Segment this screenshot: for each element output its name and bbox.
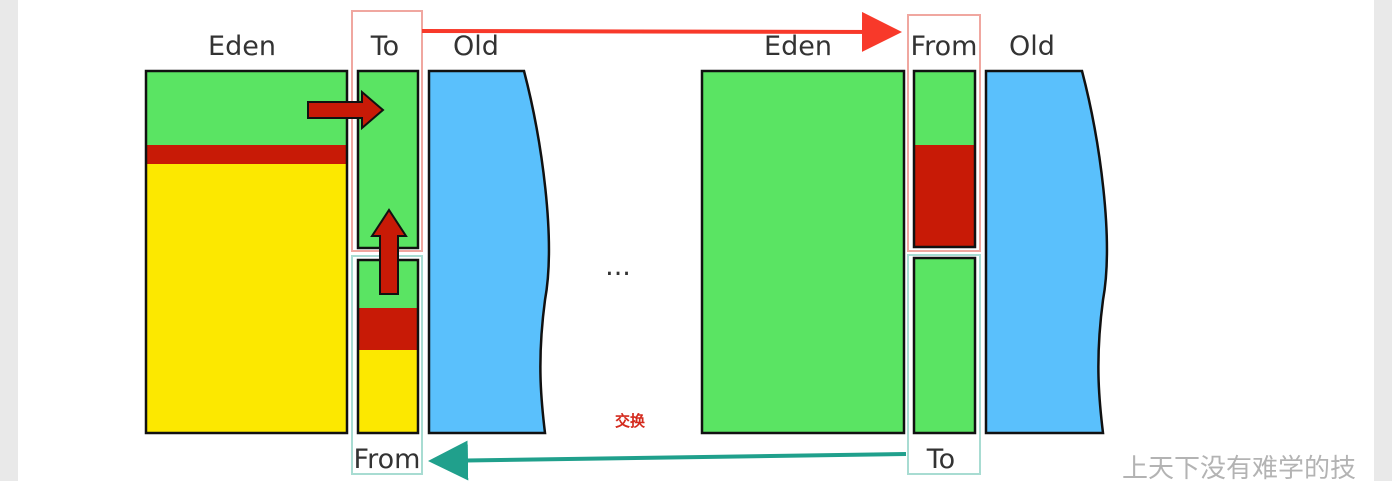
right-from-label: From <box>911 31 978 62</box>
swap-arrow-bottom <box>428 440 907 481</box>
right-to-label: To <box>926 444 955 475</box>
left-eden-label: Eden <box>208 31 276 62</box>
right-from-block <box>912 69 977 249</box>
left-old-label: Old <box>453 31 499 62</box>
right-to-highlight <box>907 254 981 475</box>
eden-to-survivor-arrow <box>307 89 385 131</box>
right-eden-label: Eden <box>764 31 832 62</box>
watermark-text: 上天下没有难学的技 <box>1122 454 1356 481</box>
left-eden-yellow <box>146 164 347 433</box>
swap-label: 交换 <box>615 412 646 430</box>
swap-arrow-top <box>421 11 902 52</box>
right-from-highlight <box>907 14 981 252</box>
right-to-block <box>912 256 977 435</box>
from-to-survivor-arrow <box>370 208 408 295</box>
left-to-label: To <box>370 31 399 62</box>
right-old-block <box>984 69 1109 435</box>
right-eden-block <box>700 69 906 435</box>
left-from-label: From <box>354 444 421 475</box>
left-eden-block <box>144 69 349 435</box>
left-eden-red <box>146 145 347 164</box>
left-old-block <box>427 69 551 435</box>
right-old-label: Old <box>1009 31 1055 62</box>
ellipsis: ... <box>605 251 631 282</box>
left-eden-border <box>144 69 349 435</box>
